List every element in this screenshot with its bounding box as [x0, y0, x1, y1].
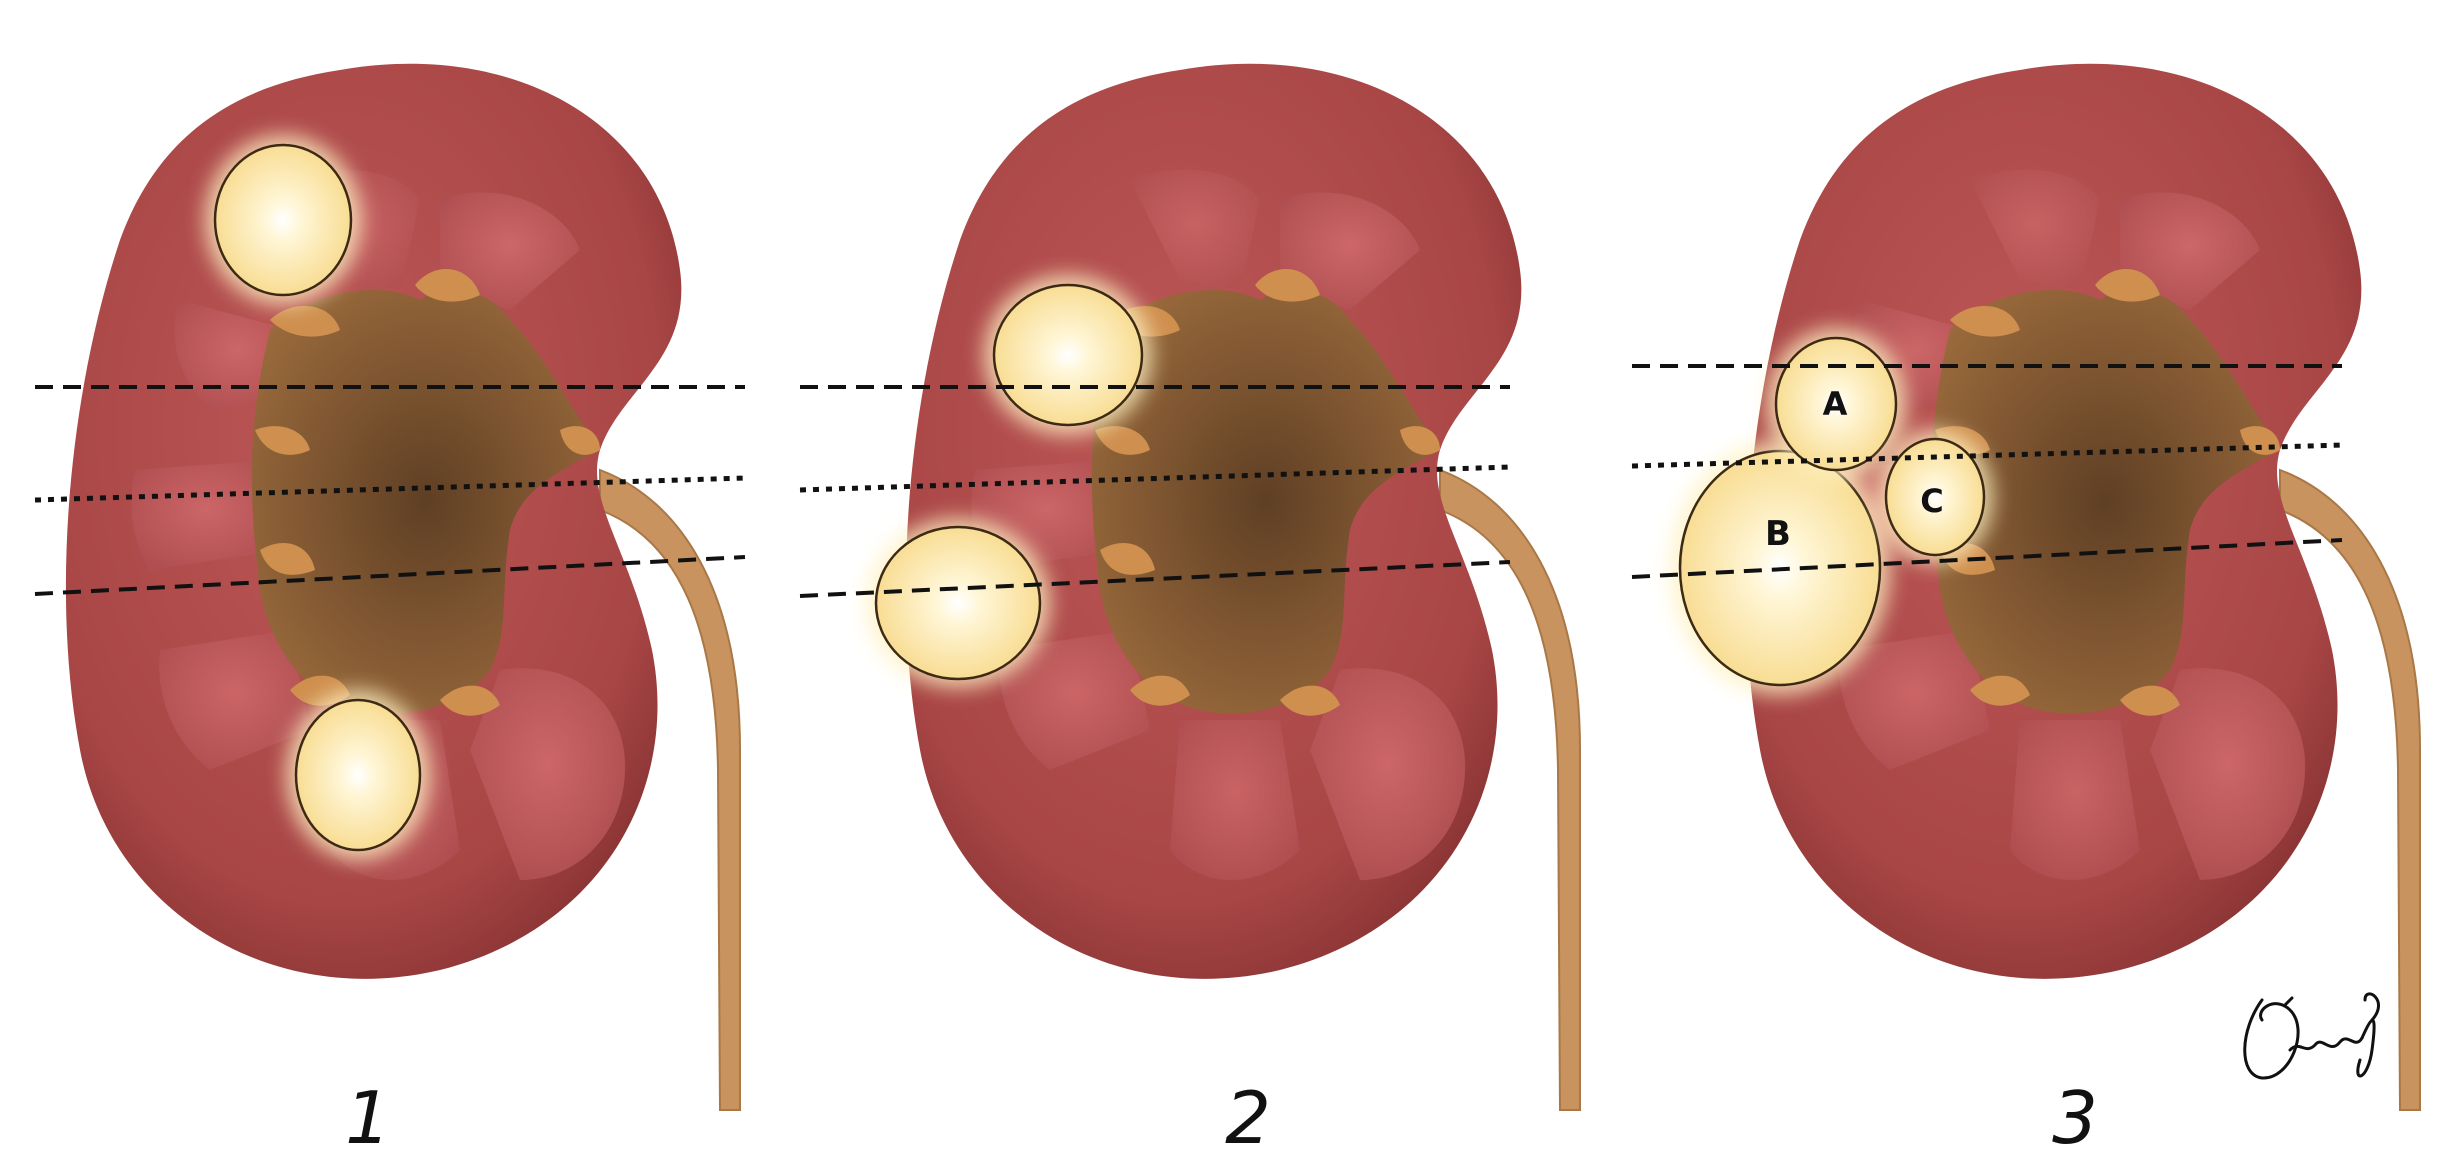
cyst-label-a: A	[1823, 385, 1848, 423]
cyst	[984, 275, 1152, 435]
panel-label-3: 3	[1975, 1082, 2175, 1154]
cyst-label-c: C	[1920, 482, 1943, 520]
cyst-a: A	[1766, 328, 1906, 480]
panel-label-2: 2	[1148, 1082, 1348, 1154]
panel-label-1: 1	[268, 1082, 468, 1154]
cyst	[205, 135, 361, 305]
cyst	[286, 690, 430, 860]
cyst-label-b: B	[1765, 514, 1791, 554]
artist-signature	[2245, 994, 2379, 1078]
cyst-c: C	[1877, 430, 1993, 564]
cyst	[866, 518, 1050, 688]
kidney-panel-1	[66, 64, 740, 1110]
kidney-1	[66, 64, 740, 1110]
